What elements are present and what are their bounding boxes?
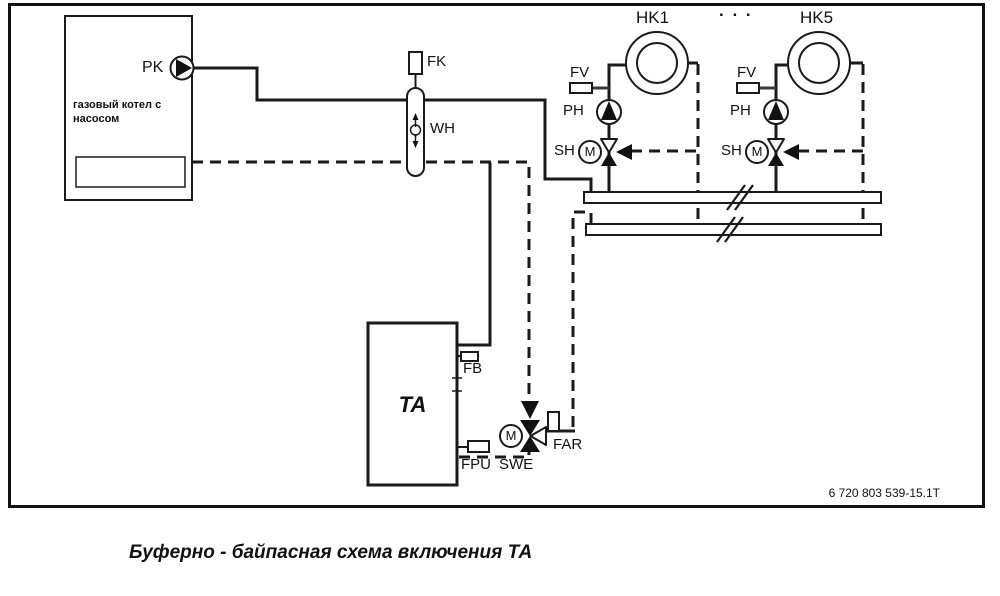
sensor-fv1-label: FV: [570, 64, 590, 81]
diagram-caption: Буферно - байпасная схема включения ТА: [129, 542, 533, 563]
flow-sensor-fv-icons: [569, 82, 776, 94]
sensor-fv2-label: FV: [737, 64, 757, 81]
sensor-fk-label: FK: [427, 53, 447, 70]
boiler-label: газовый котел с насосом: [73, 99, 162, 125]
sensor-fpu-label: FPU: [461, 456, 491, 473]
valve-sh2-label: SH: [721, 142, 742, 159]
heating-circuit-hk1-icon: [625, 31, 689, 95]
bypass-valve-swe-icon: [499, 411, 560, 452]
sensor-fb-label: FB: [463, 360, 483, 377]
valve-swe-label: SWE: [499, 456, 534, 473]
circuit-hk1-label: HK1: [636, 8, 670, 27]
pump-ph2-label: PH: [730, 102, 751, 119]
actuator-m3-label: M: [505, 428, 517, 443]
circuits-ellipsis: . . .: [719, 1, 753, 20]
supply-pipe: [193, 63, 789, 433]
heating-circuit-hk5-icon: [787, 31, 851, 95]
flow-arrow-icons: [521, 144, 799, 419]
buffer-tank-label: TA: [398, 392, 427, 417]
pipe-break-icon: [716, 184, 754, 243]
valve-sh1-label: SH: [554, 142, 575, 159]
sensor-far-label: FAR: [553, 436, 583, 453]
hydraulic-separator-icon: [406, 51, 425, 177]
mixing-valve-sh-icons: [578, 138, 785, 166]
separator-wh-label: WH: [430, 120, 455, 137]
pump-ph1-label: PH: [563, 102, 584, 119]
pump-pk-label: PK: [142, 59, 164, 76]
document-number: 6 720 803 539-15.1T: [828, 486, 940, 500]
actuator-m1-label: M: [584, 144, 596, 159]
boiler-pump-icon: [169, 55, 195, 81]
buffer-tank-icon: [366, 321, 490, 487]
return-pipe-dashed: [192, 64, 865, 459]
boiler-icon: [64, 15, 193, 201]
circuit-pump-ph-icons: [596, 99, 789, 125]
actuator-m2-label: M: [751, 144, 763, 159]
circuit-hk5-label: HK5: [800, 8, 834, 27]
